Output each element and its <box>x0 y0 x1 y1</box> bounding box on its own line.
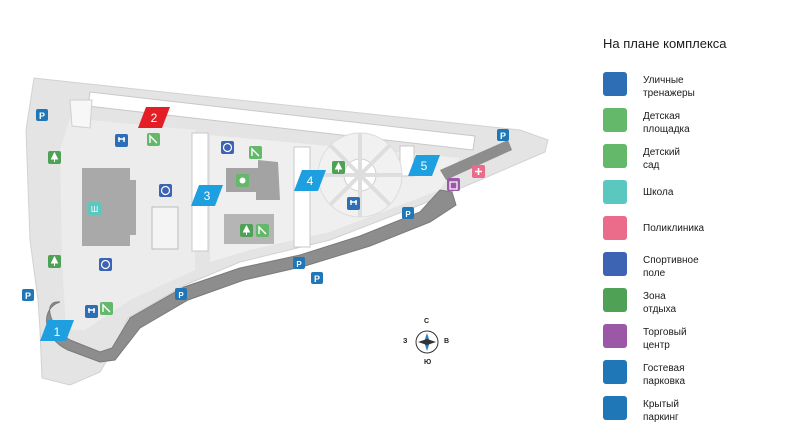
parking-building-east <box>440 140 512 180</box>
building-4-marker[interactable]: 4 <box>294 170 326 191</box>
sports-pitch <box>151 206 179 250</box>
covered-parking-icon <box>603 396 627 420</box>
recreation-tree-icon <box>48 255 61 268</box>
recreation-tree-icon <box>603 288 627 312</box>
building-3-marker[interactable]: 3 <box>191 185 223 206</box>
workout-equipment-icon <box>85 305 98 318</box>
guest-parking-icon: P <box>311 272 323 284</box>
compass-east-label: В <box>444 338 450 345</box>
residential-building-wing-4 <box>293 146 311 248</box>
svg-text:P: P <box>25 291 31 301</box>
playground-slide-icon <box>147 133 160 146</box>
playground-slide-icon <box>249 146 262 159</box>
building-3-number: 3 <box>204 189 211 203</box>
playground-slide-icon <box>100 302 113 315</box>
playground-slide-icon <box>603 108 627 132</box>
covered-parking-icon: P <box>175 288 187 300</box>
svg-text:Ш: Ш <box>91 205 98 214</box>
school-building <box>82 168 136 246</box>
svg-text:P: P <box>314 274 320 284</box>
school-book-icon: Ш <box>88 202 101 215</box>
shopping-bag-icon <box>603 324 627 348</box>
workout-equipment-icon <box>347 197 360 210</box>
central-plaza <box>317 132 403 218</box>
svg-text:P: P <box>296 260 302 269</box>
legend-label: Школа <box>643 187 674 198</box>
svg-text:P: P <box>500 131 506 141</box>
svg-text:P: P <box>39 111 45 121</box>
compass-south-label: Ю <box>424 359 432 366</box>
shopping-bag-icon <box>447 178 460 191</box>
workout-equipment-icon <box>603 72 627 96</box>
compass-west-label: З <box>403 338 408 345</box>
sports-field-ball-icon <box>221 141 234 154</box>
playground-slide-icon <box>256 224 269 237</box>
recreation-tree-icon <box>332 161 345 174</box>
sports-field-ball-icon <box>159 184 172 197</box>
guest-parking-icon: P <box>36 109 48 121</box>
sports-field-ball-icon <box>99 258 112 271</box>
building-1-marker[interactable]: 1 <box>40 320 74 341</box>
building-5-marker[interactable]: 5 <box>408 155 440 176</box>
guest-parking-icon: P <box>22 289 34 301</box>
compass-rose <box>415 330 439 354</box>
covered-parking-icon: P <box>293 257 305 269</box>
clinic-cross-icon <box>603 216 627 240</box>
workout-equipment-icon <box>115 134 128 147</box>
complex-site-plan: 1 2 3 4 5 P P P P P P P Ш <box>22 77 549 386</box>
sports-field-ball-icon <box>603 252 627 276</box>
school-book-icon <box>603 180 627 204</box>
recreation-tree-icon <box>48 151 61 164</box>
svg-text:P: P <box>178 291 184 300</box>
recreation-tree-icon <box>240 224 253 237</box>
building-2-marker[interactable]: 2 <box>138 107 170 128</box>
building-1-number: 1 <box>54 325 61 339</box>
guest-parking-icon: P <box>497 129 509 141</box>
kindergarten-bear-icon <box>603 144 627 168</box>
kindergarten-building <box>226 160 280 200</box>
compass-north-label: С <box>424 318 430 325</box>
residential-building-north-back <box>69 99 93 129</box>
covered-parking-icon: P <box>402 207 414 219</box>
building-2-number: 2 <box>151 111 158 125</box>
legend-label: Поликлиника <box>643 223 705 234</box>
building-4-number: 4 <box>307 174 314 188</box>
svg-text:P: P <box>405 210 411 219</box>
guest-parking-icon <box>603 360 627 384</box>
clinic-cross-icon <box>472 165 485 178</box>
building-5-number: 5 <box>421 159 428 173</box>
kindergarten-bear-icon <box>236 174 249 187</box>
legend-title: На плане комплекса <box>603 36 727 51</box>
